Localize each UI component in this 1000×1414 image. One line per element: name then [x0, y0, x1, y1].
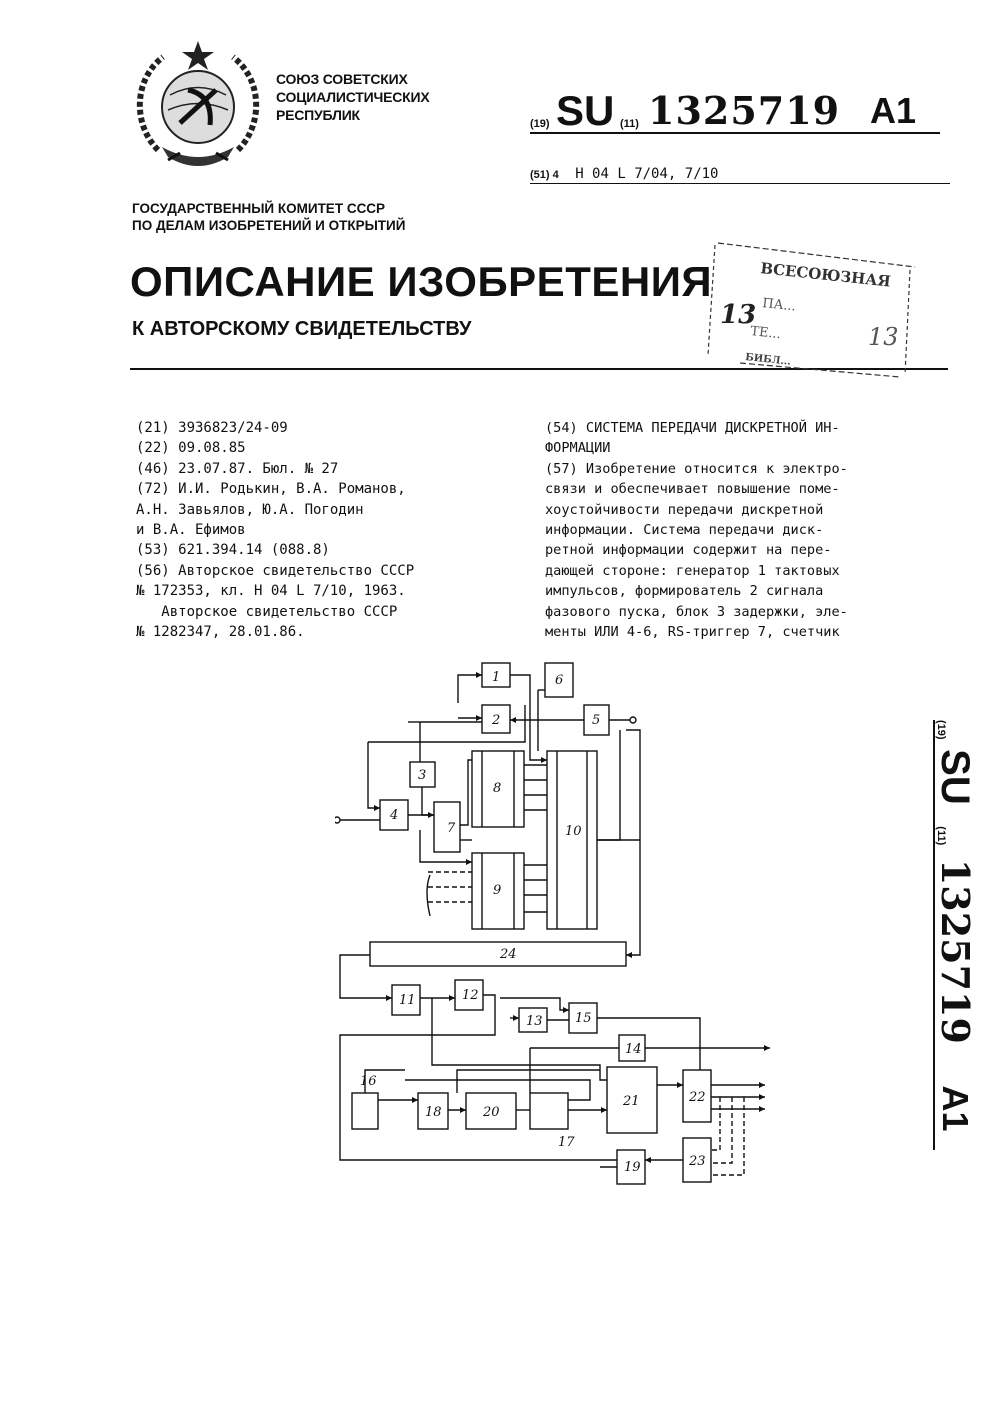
block-label: 18	[425, 1105, 442, 1120]
block-label: 20	[482, 1105, 500, 1120]
state-name-line: РЕСПУБЛИК	[276, 106, 476, 124]
abstract-line: связи и обеспечивает повышение поме-	[545, 479, 920, 499]
block-label: 3	[418, 768, 426, 783]
block-label: 13	[526, 1014, 543, 1029]
committee-line: ГОСУДАРСТВЕННЫЙ КОМИТЕТ СССР	[132, 200, 512, 217]
ipc-classification: (51) 4 H 04 L 7/04, 7/10	[530, 166, 950, 184]
code-19: (19)	[530, 118, 550, 130]
block-label: 1	[492, 670, 500, 685]
country-code: SU	[556, 90, 614, 132]
block-label: 21	[622, 1094, 640, 1109]
abstract-line: (57) Изобретение относится к электро-	[545, 459, 920, 479]
side-code-19: (19)	[935, 720, 947, 740]
block-label: 9	[493, 883, 501, 898]
biblio-line: (21) 3936823/24-09	[136, 418, 531, 438]
document-subtitle: К АВТОРСКОМУ СВИДЕТЕЛЬСТВУ	[132, 316, 471, 342]
biblio-line: № 1282347, 28.01.86.	[136, 622, 531, 642]
block-label: 24	[499, 947, 517, 962]
block-label: 2	[491, 713, 500, 728]
publication-number-row: (19) SU (11) 1325719 A1	[530, 88, 940, 134]
side-code-11: (11)	[935, 826, 947, 845]
abstract-line: менты ИЛИ 4-6, RS-триггер 7, счетчик	[545, 622, 920, 642]
side-patent-number: 1325719	[935, 859, 975, 1044]
block-16	[352, 1093, 378, 1129]
block-label: 6	[555, 673, 563, 688]
block-label: 19	[624, 1160, 641, 1175]
block-label: 16	[360, 1074, 377, 1089]
abstract-line: импульсов, формирователь 2 сигнала	[545, 581, 920, 601]
abstract-line: (54) СИСТЕМА ПЕРЕДАЧИ ДИСКРЕТНОЙ ИН-	[545, 418, 920, 438]
kind-code: A1	[870, 90, 916, 132]
block-label: 12	[462, 988, 479, 1003]
biblio-line: А.Н. Завьялов, Ю.А. Погодин	[136, 500, 531, 520]
biblio-line: (46) 23.07.87. Бюл. № 27	[136, 459, 531, 479]
abstract-line: хоустойчивости передачи дискретной	[545, 500, 920, 520]
stamp-number-left: 13	[720, 300, 756, 330]
code-11: (11)	[620, 118, 639, 130]
stamp-number-right: 13	[868, 323, 899, 351]
block-label: 15	[575, 1011, 592, 1026]
biblio-line: № 172353, кл. Н 04 L 7/10, 1963.	[136, 581, 531, 601]
abstract-line: дающей стороне: генератор 1 тактовых	[545, 561, 920, 581]
side-publication-number: (19) SU (11) 1325719 A1	[935, 720, 975, 1150]
state-name-line: СОЦИАЛИСТИЧЕСКИХ	[276, 88, 476, 106]
block-label: 11	[399, 993, 416, 1008]
abstract-line: информации. Система передачи диск-	[545, 520, 920, 540]
block-label: 22	[688, 1090, 706, 1105]
biblio-line: (56) Авторское свидетельство СССР	[136, 561, 531, 581]
patent-number: 1325719	[648, 90, 840, 132]
block-diagram: 1 2 3 4 5 6 7 8 9 10 11 12 13 14 15 16 1…	[335, 655, 780, 1195]
ipc-tag: (51) 4	[530, 169, 559, 181]
block-label: 10	[565, 824, 582, 839]
stamp-line-4: БИБЛ...	[745, 352, 792, 368]
ipc-value: H 04 L 7/04, 7/10	[575, 166, 718, 182]
abstract-line: ФОРМАЦИИ	[545, 438, 920, 458]
state-name-line: СОЮЗ СОВЕТСКИХ	[276, 70, 476, 88]
stamp-line-2: ПА...	[762, 296, 797, 314]
committee: ГОСУДАРСТВЕННЫЙ КОМИТЕТ СССР ПО ДЕЛАМ ИЗ…	[132, 200, 512, 234]
side-country: SU	[935, 749, 975, 805]
biblio-line: и В.А. Ефимов	[136, 520, 531, 540]
block-label: 5	[592, 713, 600, 728]
block-label: 23	[688, 1154, 706, 1169]
document-title: ОПИСАНИЕ ИЗОБРЕТЕНИЯ	[130, 256, 712, 308]
stamp-line-1: ВСЕСОЮЗНАЯ	[760, 259, 892, 291]
block-label: 17	[558, 1135, 575, 1150]
block-24	[370, 942, 626, 966]
bibliographic-data: (21) 3936823/24-09 (22) 09.08.85 (46) 23…	[136, 418, 531, 642]
side-kind: A1	[935, 1086, 975, 1132]
block-label: 7	[447, 821, 456, 836]
abstract-line: фазового пуска, блок 3 задержки, эле-	[545, 602, 920, 622]
biblio-line: (22) 09.08.85	[136, 438, 531, 458]
abstract: (54) СИСТЕМА ПЕРЕДАЧИ ДИСКРЕТНОЙ ИН- ФОР…	[545, 418, 920, 642]
biblio-line: (72) И.И. Родькин, В.А. Романов,	[136, 479, 531, 499]
ussr-emblem-icon	[128, 35, 268, 175]
block-10	[547, 751, 597, 929]
state-name: СОЮЗ СОВЕТСКИХ СОЦИАЛИСТИЧЕСКИХ РЕСПУБЛИ…	[276, 70, 476, 124]
biblio-line: (53) 621.394.14 (088.8)	[136, 540, 531, 560]
committee-line: ПО ДЕЛАМ ИЗОБРЕТЕНИЙ И ОТКРЫТИЙ	[132, 217, 512, 234]
block-label: 4	[389, 808, 398, 823]
block-label: 14	[625, 1042, 642, 1057]
library-stamp: ВСЕСОЮЗНАЯ ПА... ТЕ... БИБЛ... 13 13	[700, 235, 925, 380]
block-label: 8	[493, 781, 501, 796]
abstract-line: ретной информации содержит на пере-	[545, 540, 920, 560]
block-17	[530, 1093, 568, 1129]
biblio-line: Авторское свидетельство СССР	[136, 602, 531, 622]
